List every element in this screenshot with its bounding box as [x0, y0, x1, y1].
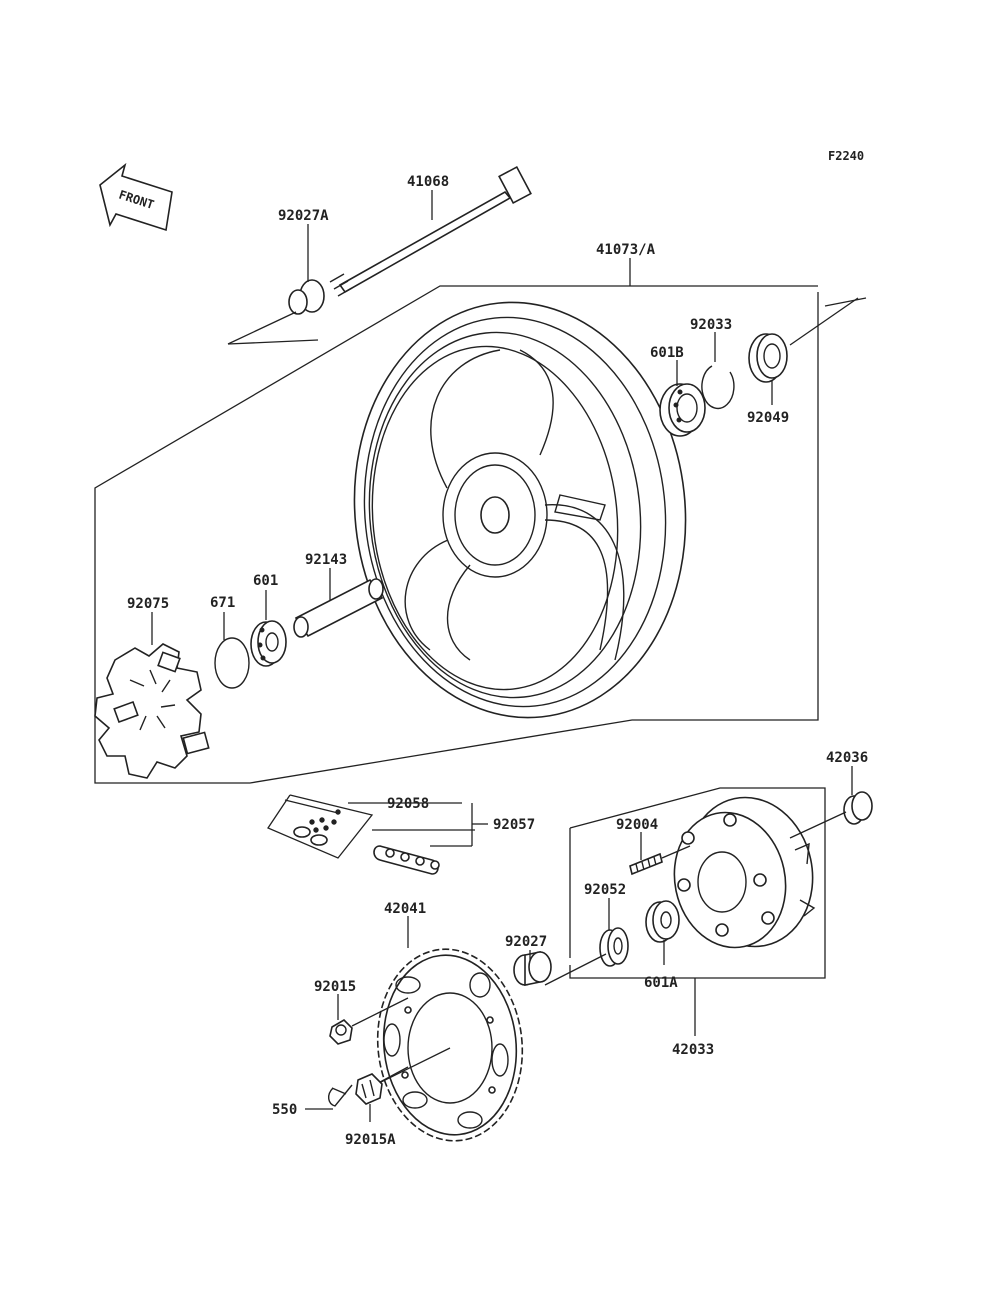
bearing-601-part	[250, 620, 287, 667]
axle-collar-part	[227, 279, 325, 345]
label-92143: 92143	[305, 552, 347, 568]
label-92052: 92052	[584, 882, 626, 898]
axle-part	[329, 165, 532, 297]
sprocket-nut-part	[329, 997, 409, 1045]
stud-part	[629, 845, 691, 876]
cotter-pin-part	[328, 1084, 353, 1107]
front-arrow-icon: FRONT	[99, 162, 173, 232]
sleeve-part	[293, 578, 384, 638]
label-92057: 92057	[493, 817, 535, 833]
label-92027: 92027	[505, 934, 547, 950]
label-92004: 92004	[616, 817, 658, 833]
label-92027A: 92027A	[278, 208, 329, 224]
collar-part	[513, 951, 607, 986]
o-ring-part	[214, 637, 250, 689]
label-41073A: 41073/A	[596, 242, 656, 258]
bearing-601A-part	[645, 900, 680, 943]
label-42041: 42041	[384, 901, 426, 917]
wheel-part	[353, 301, 687, 719]
label-671: 671	[210, 595, 235, 611]
label-92015A: 92015A	[345, 1132, 396, 1148]
label-41068: 41068	[407, 174, 449, 190]
label-92033: 92033	[690, 317, 732, 333]
label-550: 550	[272, 1102, 297, 1118]
label-92015: 92015	[314, 979, 356, 995]
coupling-part	[673, 796, 816, 949]
coupling-seal-part	[599, 927, 629, 967]
damper-part	[94, 643, 210, 779]
label-601B: 601B	[650, 345, 684, 361]
chain-part	[373, 845, 440, 875]
axle-nut-part	[355, 1066, 409, 1105]
wheel-group-outline	[94, 285, 819, 784]
label-92049: 92049	[747, 410, 789, 426]
chain-joint-part	[267, 794, 374, 859]
figure-code: F2240	[828, 149, 864, 163]
coupling-collar-part	[789, 791, 873, 839]
circlip-part	[701, 365, 735, 410]
label-42033: 42033	[672, 1042, 714, 1058]
sprocket-part	[374, 948, 524, 1142]
label-601A: 601A	[644, 975, 678, 991]
label-92075: 92075	[127, 596, 169, 612]
oil-seal-part	[748, 333, 788, 383]
bearing-601B-part	[659, 383, 706, 437]
label-92058: 92058	[387, 796, 429, 812]
label-601: 601	[253, 573, 278, 589]
label-42036: 42036	[826, 750, 868, 766]
